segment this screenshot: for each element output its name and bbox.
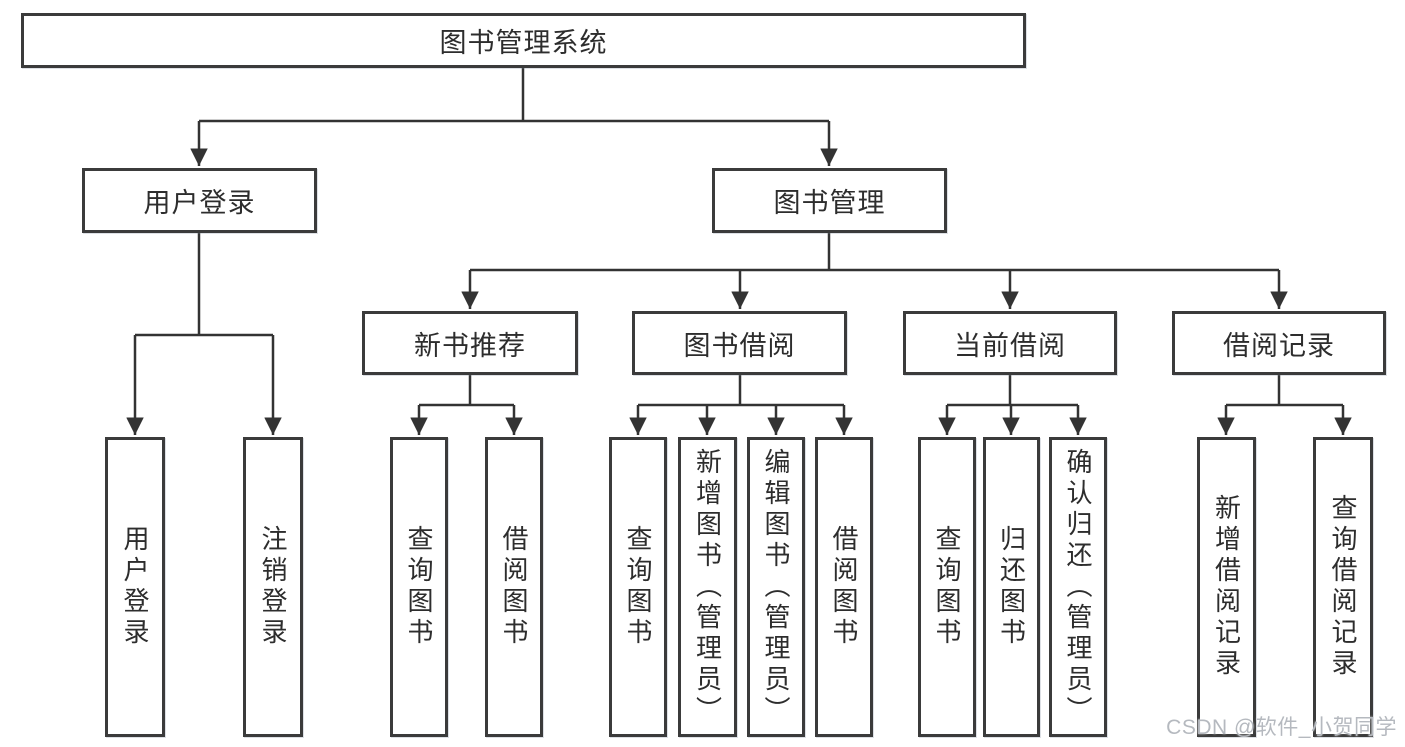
connector-book-borrow-split — [629, 375, 853, 435]
leaf-confirm-return-admin: 确认归还（管理员） — [1049, 437, 1107, 737]
watermark: CSDN @软件_小贺同学 — [1166, 716, 1397, 739]
connector-borrow-records-split — [1217, 375, 1352, 435]
leaf-query-borrow-record: 查询借阅记录 — [1313, 437, 1373, 737]
leaf-logout: 注销登录 — [243, 437, 303, 737]
leaf-borrow-books-recommend: 借阅图书 — [485, 437, 543, 737]
node-book-management: 图书管理 — [712, 168, 947, 233]
leaf-user-login: 用户登录 — [105, 437, 165, 737]
node-new-book-recommend: 新书推荐 — [362, 311, 578, 375]
connector-root-split — [190, 68, 838, 166]
connector-current-borrow-split — [938, 375, 1087, 435]
node-library-system: 图书管理系统 — [21, 13, 1026, 68]
leaf-add-book-admin: 新增图书（管理员） — [678, 437, 737, 737]
node-user-login: 用户登录 — [82, 168, 317, 233]
leaf-return-books: 归还图书 — [983, 437, 1040, 737]
leaf-borrow-books: 借阅图书 — [815, 437, 873, 737]
connector-book-mgmt-split — [461, 233, 1288, 309]
node-borrow-records: 借阅记录 — [1172, 311, 1386, 375]
node-current-borrowing: 当前借阅 — [903, 311, 1117, 375]
leaf-edit-book-admin: 编辑图书（管理员） — [747, 437, 805, 737]
leaf-add-borrow-record: 新增借阅记录 — [1197, 437, 1256, 737]
connector-new-book-split — [410, 375, 523, 435]
leaf-query-books-recommend: 查询图书 — [390, 437, 448, 737]
node-book-borrowing: 图书借阅 — [632, 311, 847, 375]
connector-user-login-split — [126, 233, 282, 435]
leaf-query-books-current: 查询图书 — [918, 437, 976, 737]
leaf-query-books-borrow: 查询图书 — [609, 437, 667, 737]
